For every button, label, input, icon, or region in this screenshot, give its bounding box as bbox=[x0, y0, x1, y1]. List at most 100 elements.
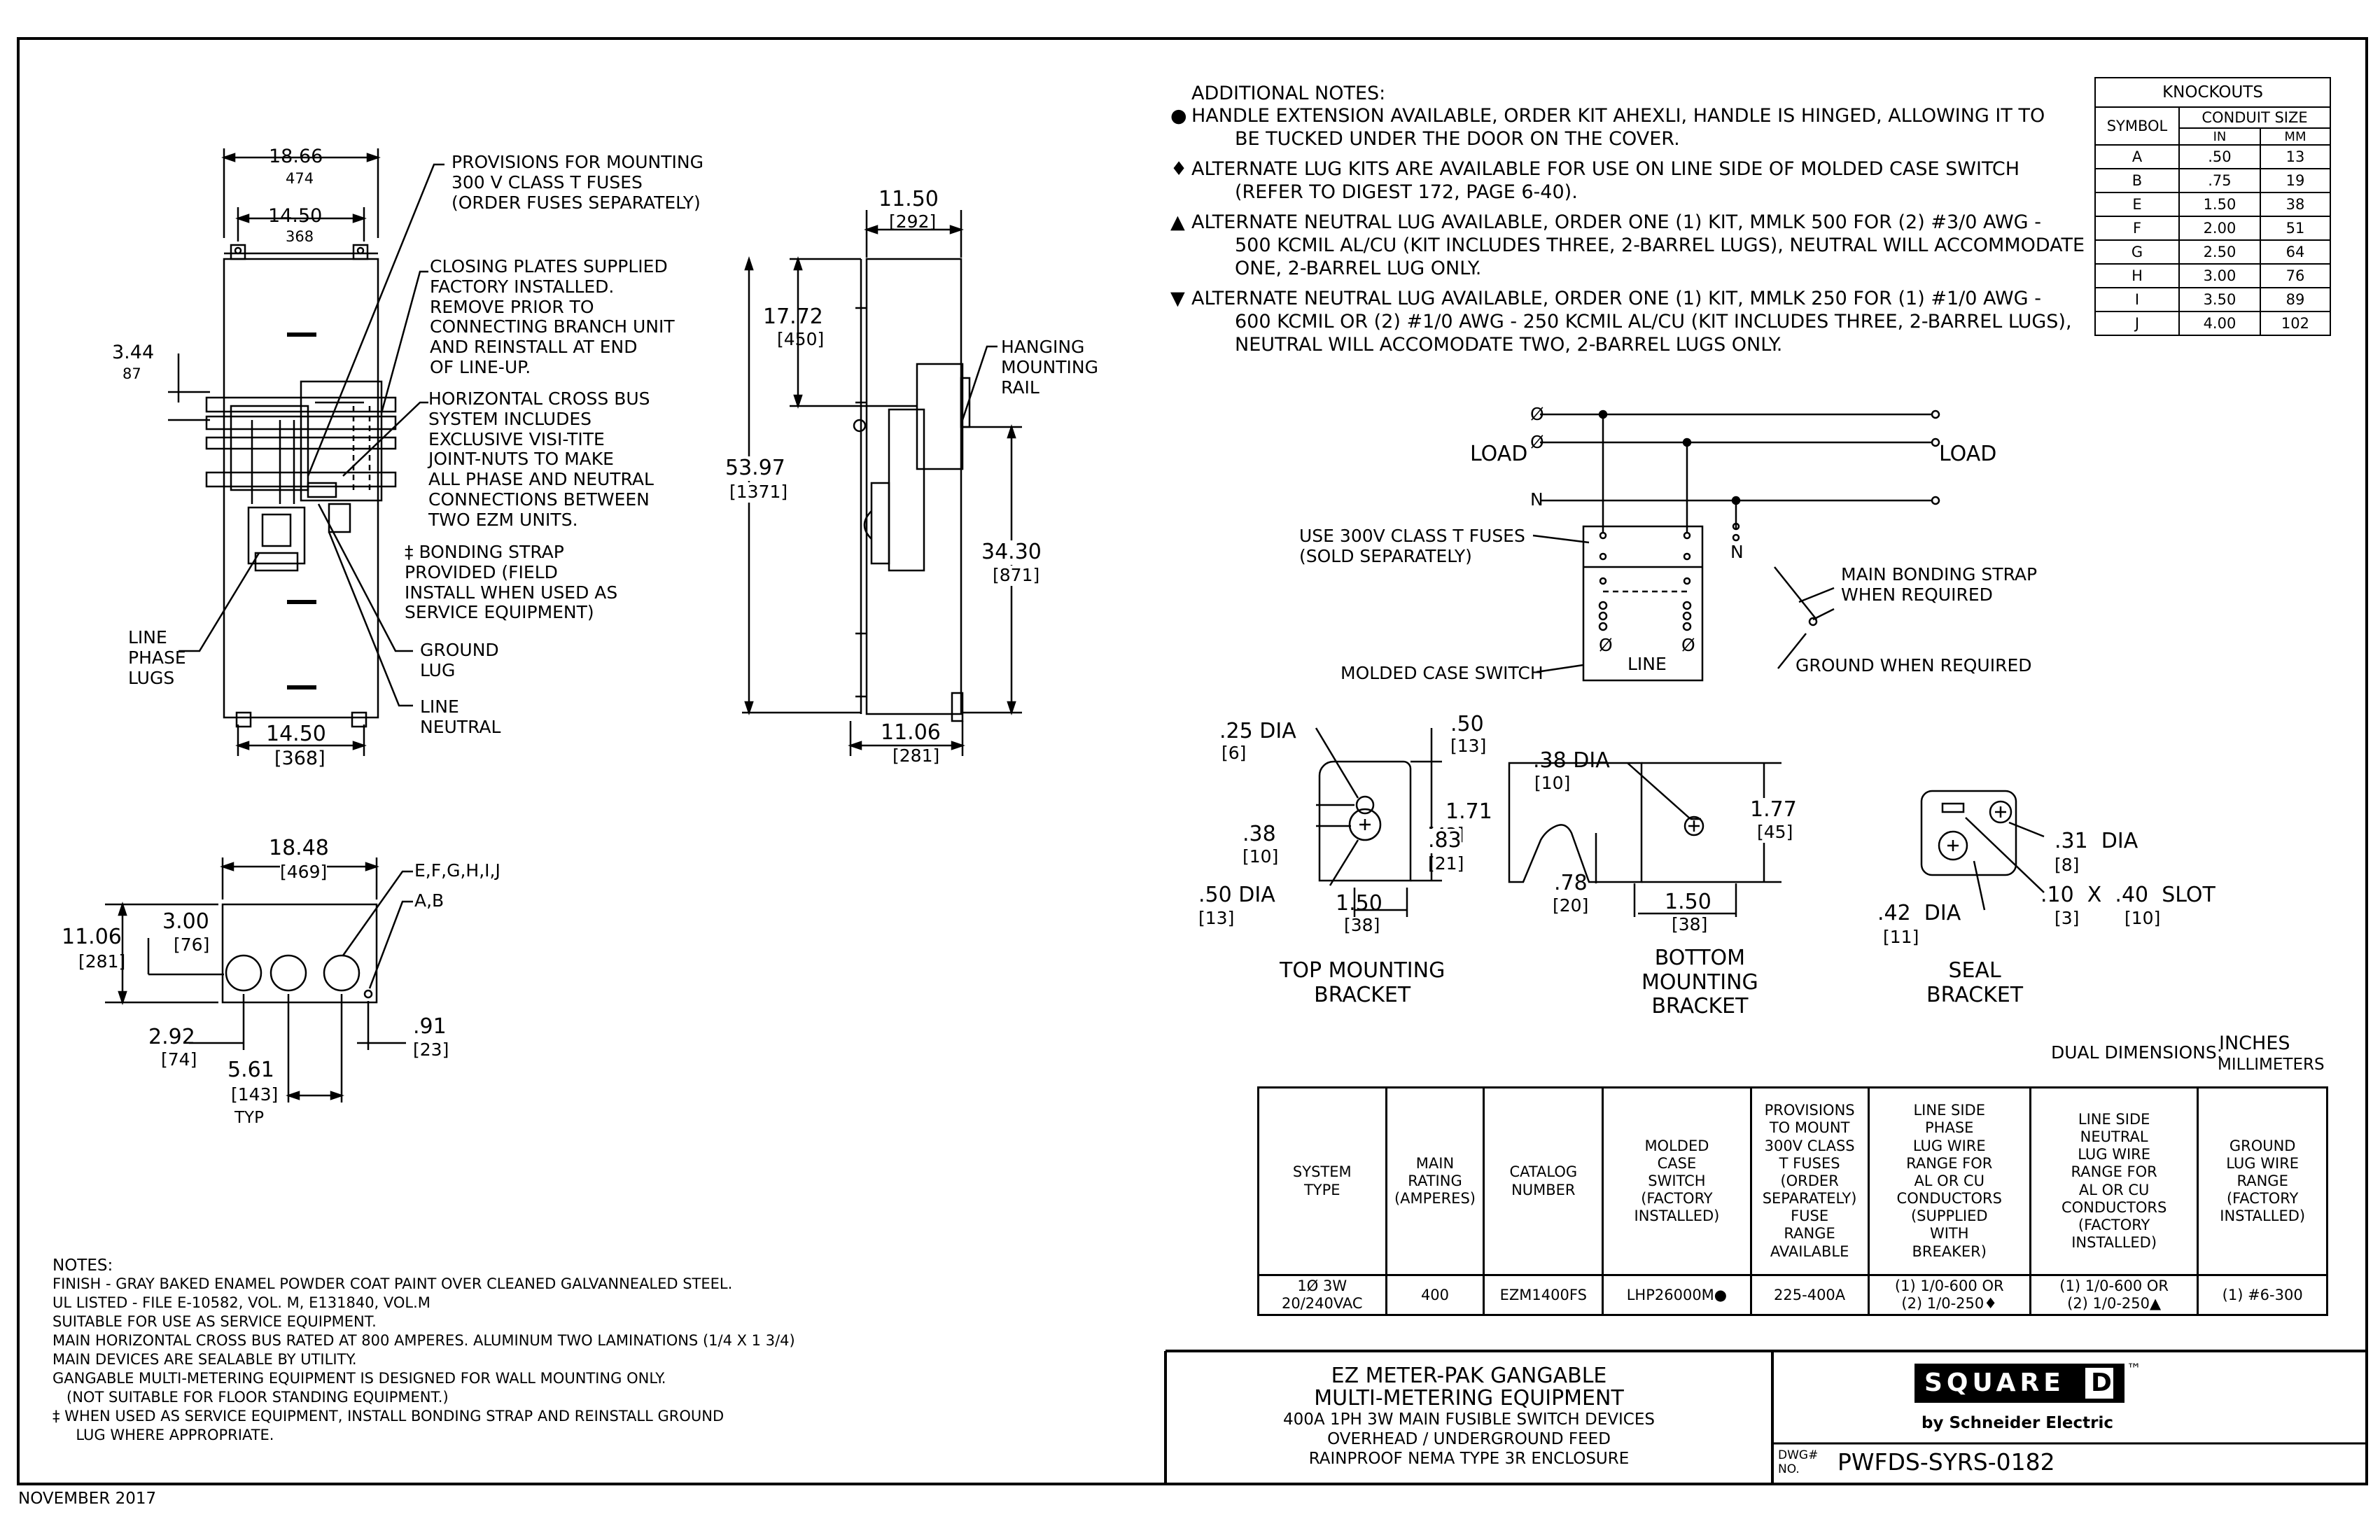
spec-value-cell-line: (1) #6-300 bbox=[2222, 1286, 2303, 1303]
spec-header-cell-line: RANGE FOR bbox=[1906, 1154, 1993, 1172]
bottom-bracket-d1: .38 DIA bbox=[1533, 748, 1610, 773]
knockout-cell: F bbox=[2094, 216, 2180, 241]
callout-line: FACTORY INSTALLED. bbox=[430, 276, 615, 297]
spec-header-cell-line: INSTALLED) bbox=[2071, 1234, 2157, 1252]
knockout-cell: H bbox=[2094, 263, 2180, 288]
knockout-cell: 1.50 bbox=[2178, 192, 2261, 217]
top-bracket-d2: .50 bbox=[1450, 712, 1484, 736]
dual-dim-mm: MILLIMETERS bbox=[2218, 1056, 2325, 1074]
bottom-dim-pitch-note: TYP bbox=[234, 1109, 264, 1127]
title-line: 400A 1PH 3W MAIN FUSIBLE SWITCH DEVICES bbox=[1283, 1410, 1655, 1429]
callout-line: LUG bbox=[420, 659, 456, 680]
bottom-bracket-d1-mm: [10] bbox=[1534, 773, 1571, 793]
additional-note-line: ALTERNATE NEUTRAL LUG AVAILABLE, ORDER O… bbox=[1191, 211, 2041, 233]
bracket-label-line: BRACKET bbox=[1314, 982, 1411, 1007]
side-dim-top-mm: [292] bbox=[889, 211, 937, 232]
knockout-cell: I bbox=[2094, 287, 2180, 312]
spec-value-cell: LHP26000M● bbox=[1602, 1273, 1752, 1317]
seal-bracket-d3-mm: [11] bbox=[1883, 927, 1919, 947]
spec-header-cell-line: CONDUCTORS bbox=[2061, 1198, 2167, 1216]
knockout-cell: 76 bbox=[2259, 263, 2332, 288]
callout-line: INSTALL WHEN USED AS bbox=[405, 582, 618, 603]
callout-line: LUGS bbox=[128, 667, 175, 688]
knockout-cell: E bbox=[2094, 192, 2180, 217]
dwg-label-1: DWG# bbox=[1778, 1448, 1819, 1462]
spec-value-cell-line: (2) 1/0-250♦ bbox=[1901, 1295, 1998, 1312]
spec-header-cell-line: BREAKER) bbox=[1912, 1242, 1987, 1260]
knockout-cell: 102 bbox=[2259, 311, 2332, 336]
wiring-load-right: LOAD bbox=[1939, 442, 1997, 466]
note-line: MAIN DEVICES ARE SEALABLE BY UTILITY. bbox=[52, 1351, 357, 1368]
callout-line: CLOSING PLATES SUPPLIED bbox=[430, 256, 668, 276]
front-dim-width: 18.66 bbox=[269, 146, 323, 167]
callout-line: 300 V CLASS T FUSES bbox=[451, 172, 643, 192]
square-d-logo: SQUARE D bbox=[1914, 1364, 2124, 1403]
callout-line: PROVISIONS FOR MOUNTING bbox=[451, 152, 704, 172]
knockout-cell: 19 bbox=[2259, 168, 2332, 193]
spec-header-cell-line: FUSE bbox=[1791, 1208, 1829, 1225]
bottom-dim-depth: 11.06 bbox=[62, 925, 122, 949]
spec-header-cell-line: CATALOG bbox=[1509, 1163, 1578, 1181]
seal-bracket-d3: .42 DIA bbox=[1877, 901, 1961, 925]
spec-value-cell-line: LHP26000M● bbox=[1626, 1286, 1728, 1303]
logo-tm: ™ bbox=[2127, 1361, 2141, 1378]
spec-value-cell: (1) 1/0-600 OR(2) 1/0-250▲ bbox=[2029, 1273, 2199, 1317]
wiring-phase-3: Ø bbox=[1599, 635, 1613, 655]
spec-value-cell-line: 1Ø 3W bbox=[1297, 1278, 1348, 1294]
spec-value-cell: EZM1400FS bbox=[1483, 1273, 1604, 1317]
wiring-phase-4: Ø bbox=[1681, 635, 1695, 655]
side-dim-height-mm: [1371] bbox=[729, 482, 788, 503]
spec-header-cell-line: INSTALLED) bbox=[2220, 1208, 2306, 1225]
knockout-cell: G bbox=[2094, 239, 2180, 265]
knockout-cell: 2.00 bbox=[2178, 216, 2261, 241]
wiring-note-line: (SOLD SEPARATELY) bbox=[1299, 545, 1472, 566]
bottom-dim-pitch-mm: [143] bbox=[231, 1084, 279, 1105]
front-view bbox=[168, 148, 444, 756]
spec-header-cell-line: LINE SIDE bbox=[1913, 1102, 1985, 1119]
spec-header-cell-line: NEUTRAL bbox=[2080, 1128, 2148, 1145]
top-bracket-d4: .38 bbox=[1242, 822, 1276, 846]
seal-bracket bbox=[1920, 790, 2045, 911]
spec-header-cell-line: (FACTORY bbox=[1641, 1190, 1713, 1208]
spec-header-cell-line: PROVISIONS bbox=[1764, 1102, 1855, 1119]
bottom-dim-ko: 3.00 bbox=[162, 909, 209, 934]
additional-notes-header: ADDITIONAL NOTES: bbox=[1191, 83, 1386, 104]
note-symbol: ▼ bbox=[1170, 288, 1185, 309]
spec-header-cell-line: RATING bbox=[1408, 1172, 1462, 1189]
wiring-neutral-2: N bbox=[1730, 542, 1744, 562]
bottom-dim-right-mm: [23] bbox=[413, 1040, 449, 1060]
front-dim-bottom: 14.50 bbox=[266, 722, 326, 746]
note-line: FINISH - GRAY BAKED ENAMEL POWDER COAT P… bbox=[52, 1275, 733, 1292]
callout-line: HORIZONTAL CROSS BUS bbox=[428, 388, 650, 409]
top-bracket-d6-mm: [13] bbox=[1198, 908, 1235, 928]
knockout-cell: .75 bbox=[2178, 168, 2261, 193]
dwg-number: PWFDS-SYRS-0182 bbox=[1837, 1448, 2055, 1476]
wiring-phase-1: Ø bbox=[1530, 404, 1544, 424]
side-dim-lower-mm: [871] bbox=[993, 565, 1040, 586]
spec-value-cell: (1) 1/0-600 OR(2) 1/0-250♦ bbox=[1867, 1273, 2031, 1317]
bracket-label-line: SEAL bbox=[1948, 958, 2001, 983]
callout-line: TWO EZM UNITS. bbox=[428, 509, 578, 530]
brand-sub: by Schneider Electric bbox=[1921, 1414, 2113, 1432]
spec-header-cell-line: NUMBER bbox=[1511, 1181, 1576, 1198]
knockout-cell: 38 bbox=[2259, 192, 2332, 217]
wiring-ground: GROUND WHEN REQUIRED bbox=[1795, 655, 2032, 676]
additional-note-line: HANDLE EXTENSION AVAILABLE, ORDER KIT AH… bbox=[1191, 105, 2045, 127]
bottom-dim-ko-mm: [76] bbox=[174, 934, 210, 955]
spec-header-cell-line: SWITCH bbox=[1648, 1172, 1706, 1189]
drawing-border bbox=[17, 37, 2368, 1485]
dwg-label-2: NO. bbox=[1778, 1462, 1800, 1476]
side-dim-bottom: 11.06 bbox=[881, 720, 941, 745]
knockout-cell: 4.00 bbox=[2178, 311, 2261, 336]
title-line: MULTI-METERING EQUIPMENT bbox=[1314, 1386, 1624, 1410]
bottom-dim-left: 2.92 bbox=[148, 1025, 195, 1049]
